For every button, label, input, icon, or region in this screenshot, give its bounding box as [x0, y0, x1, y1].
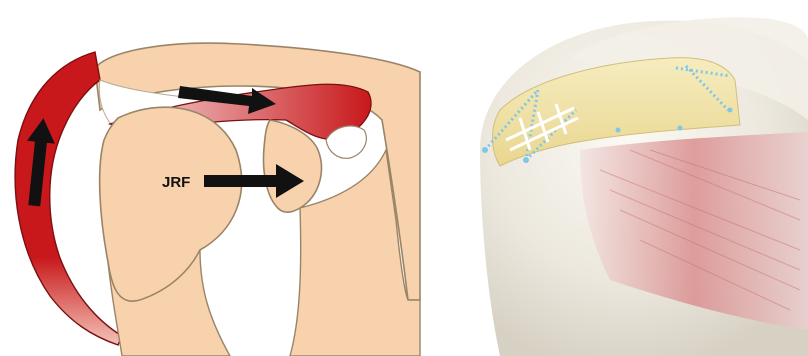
shoulder-diagram-panel: JRF — [0, 0, 440, 356]
shoulder-diagram: JRF — [0, 0, 440, 356]
graft-illustration-panel — [440, 0, 808, 356]
jrf-label: JRF — [162, 174, 190, 191]
graft-illustration — [440, 0, 808, 356]
humeral-head — [100, 107, 242, 301]
